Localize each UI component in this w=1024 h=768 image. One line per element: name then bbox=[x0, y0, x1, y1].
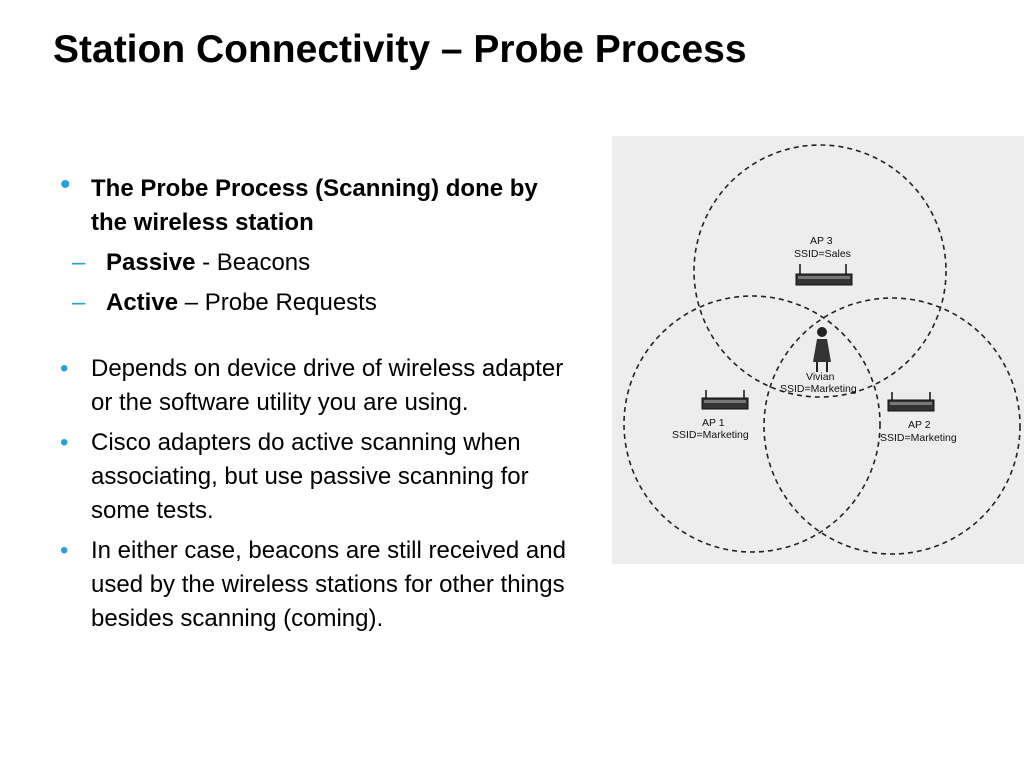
bullet-probe-process: • The Probe Process (Scanning) done by t… bbox=[60, 168, 580, 240]
ap1-label: AP 1 bbox=[702, 417, 725, 429]
station-label: Vivian bbox=[806, 371, 835, 383]
ap-coverage-diagram: AP 3 SSID=Sales Vivian SSID=Marketing AP… bbox=[612, 136, 1024, 564]
ap1-coverage-circle bbox=[623, 295, 881, 553]
ap2-ssid: SSID=Marketing bbox=[880, 432, 957, 444]
station-person-icon bbox=[813, 327, 831, 372]
sub-bold: Passive bbox=[106, 249, 196, 276]
ap2-label: AP 2 bbox=[908, 419, 931, 431]
bullet-text: The Probe Process (Scanning) done by the… bbox=[91, 175, 538, 236]
bullet-beacons: • In either case, beacons are still rece… bbox=[60, 534, 580, 636]
ap1-access-point-icon bbox=[701, 390, 749, 410]
sub-dash: – bbox=[72, 249, 86, 276]
bullet-text: Depends on device drive of wireless adap… bbox=[91, 355, 564, 416]
bullet-cisco-adapters: • Cisco adapters do active scanning when… bbox=[60, 426, 580, 528]
diagram-svg: AP 3 SSID=Sales Vivian SSID=Marketing AP… bbox=[623, 144, 1021, 555]
ap2-access-point-icon bbox=[887, 392, 935, 412]
bullet-dot: • bbox=[60, 168, 71, 201]
bullet-device-drive: • Depends on device drive of wireless ad… bbox=[60, 352, 580, 420]
bullet-text: In either case, beacons are still receiv… bbox=[91, 537, 566, 632]
ap1-ssid: SSID=Marketing bbox=[672, 429, 749, 441]
slide-title: Station Connectivity – Probe Process bbox=[53, 28, 747, 71]
bullet-list: • The Probe Process (Scanning) done by t… bbox=[60, 168, 580, 636]
bullet-text: Cisco adapters do active scanning when a… bbox=[91, 429, 529, 524]
ap2-coverage-circle bbox=[763, 297, 1021, 555]
sub-bold: Active bbox=[106, 289, 179, 316]
sub-dash: – bbox=[72, 289, 86, 316]
sub-bullet-active: – Active – Probe Requests bbox=[60, 286, 580, 320]
ap3-coverage-circle bbox=[693, 144, 947, 398]
ap3-label: AP 3 bbox=[810, 235, 833, 247]
bullet-dot: • bbox=[60, 537, 69, 564]
sub-text: - Beacons bbox=[195, 249, 311, 276]
ap3-ssid: SSID=Sales bbox=[794, 248, 851, 260]
ap3-access-point-icon bbox=[795, 264, 853, 286]
sub-text: – Probe Requests bbox=[178, 289, 377, 316]
bullet-dot: • bbox=[60, 429, 69, 456]
bullet-dot: • bbox=[60, 355, 69, 382]
sub-bullet-passive: – Passive - Beacons bbox=[60, 246, 580, 280]
station-ssid: SSID=Marketing bbox=[780, 383, 857, 395]
